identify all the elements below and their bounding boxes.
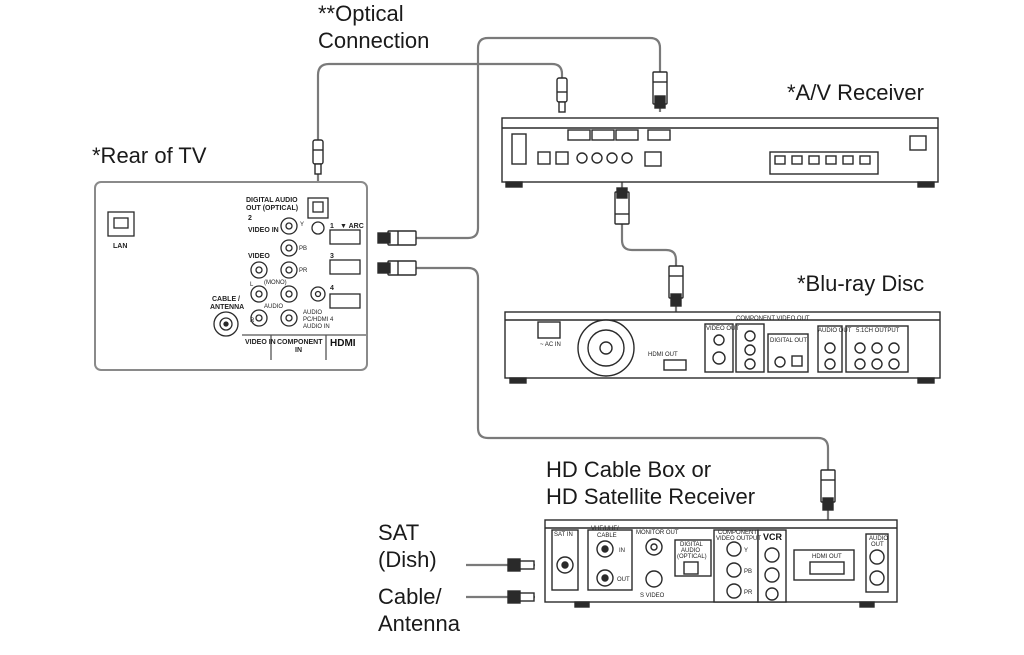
receiver-hdmi-ports <box>567 129 671 141</box>
av-receiver-label: *A/V Receiver <box>787 80 924 105</box>
coax-plug-sat <box>507 558 535 572</box>
cable-box-labels: SAT IN VHF/UHF/ CABLE IN OUT MONITOR OUT… <box>554 526 888 599</box>
bluray-label: *Blu-ray Disc <box>797 271 925 296</box>
hdmi-port-1-arc <box>329 229 361 245</box>
s-video-port <box>645 570 663 588</box>
sat-in-label: SAT IN <box>554 532 573 538</box>
digital-audio-label-2: OUT (OPTICAL) <box>246 205 298 212</box>
av-receiver-device <box>501 117 939 188</box>
digital-audio-label: DIGITAL <box>680 542 704 548</box>
tv-num-3: 3 <box>330 253 334 260</box>
audio-pc-label-3: AUDIO IN <box>303 324 330 330</box>
component-label-2: VIDEO OUTPUT <box>716 536 761 542</box>
pb-label: PB <box>299 246 307 252</box>
hdmi-cable-tv-cablebox <box>416 266 830 558</box>
in-label: IN <box>619 548 625 554</box>
hdmi-plug-receiver-bottom <box>614 187 630 225</box>
mono-label: (MONO) <box>264 280 287 286</box>
audio-label: AUDIO <box>264 304 283 310</box>
cablebox-hdmi-out <box>809 561 845 575</box>
s-video-label: S VIDEO <box>640 593 665 599</box>
cablebox-hdmi-out-label: HDMI OUT <box>812 554 842 560</box>
cables <box>316 36 830 599</box>
cable-antenna-label-2: ANTENNA <box>210 304 244 311</box>
cb-pr-label: PR <box>744 590 753 596</box>
optical-connection-text: **Optical Connection <box>318 1 430 53</box>
digital-audio-label: DIGITAL AUDIO <box>246 197 298 204</box>
receiver-power-inlet <box>909 135 927 151</box>
cable-antenna-label: CABLE / <box>212 296 240 303</box>
cb-y-label: Y <box>744 548 748 554</box>
connector-plugs <box>312 71 836 604</box>
digital-audio-label-2: AUDIO <box>681 548 700 554</box>
monitor-out-label: MONITOR OUT <box>636 530 679 536</box>
bluray-video-out-label: VIDEO OUT <box>706 326 739 332</box>
pr-label: PR <box>299 268 308 274</box>
bluray-component-label: COMPONENT VIDEO OUT <box>736 316 810 322</box>
r-label: R <box>250 318 255 324</box>
tv-rear-panel <box>94 181 368 371</box>
arc-label: ▼ ARC <box>340 223 364 230</box>
out-label: OUT <box>617 577 630 583</box>
hdmi-plug-receiver-top <box>652 71 668 109</box>
bluray-ac-in-label: ~ AC IN <box>540 342 561 348</box>
vhf-label-2: CABLE <box>597 533 617 539</box>
component-label: COMPONENT <box>718 530 757 536</box>
bluray-labels: ~ AC IN HDMI OUT VIDEO OUT COMPONENT VID… <box>540 316 900 358</box>
l-label: L <box>250 282 254 288</box>
hdmi-port-4 <box>329 293 361 309</box>
hdmi-port-3 <box>329 259 361 275</box>
bluray-hdmi-out <box>663 359 687 371</box>
hdmi-cable-receiver-bluray <box>620 150 678 360</box>
video-label: VIDEO <box>248 253 270 260</box>
audio-out-label: AUDIO <box>869 536 888 542</box>
vhf-label: VHF/UHF/ <box>591 526 619 532</box>
hdmi-plug-cablebox <box>820 469 836 511</box>
tv-num-2: 2 <box>248 215 252 222</box>
tv-num-1: 1 <box>330 223 334 230</box>
sat-dish-label: SAT (Dish) <box>378 520 437 572</box>
audio-pc-label: AUDIO <box>303 310 322 316</box>
tv-num-4: 4 <box>330 285 334 292</box>
component-in-label-2: IN <box>295 347 302 354</box>
coax-plug-antenna <box>507 590 535 604</box>
hdmi-logo: HDMI <box>330 338 356 349</box>
audio-out-label-2: OUT <box>871 542 884 548</box>
video-in-1-label: VIDEO IN <box>245 339 276 346</box>
receiver-speaker-terminals <box>769 151 879 175</box>
digital-audio-label-3: (OPTICAL) <box>677 554 707 560</box>
lan-port <box>107 211 135 237</box>
bluray-hdmi-out-label: HDMI OUT <box>648 352 678 358</box>
vcr-label: VCR <box>763 532 783 542</box>
cable-antenna-big-label: Cable/ Antenna <box>378 584 460 636</box>
hdmi-cable-receiver-tv <box>416 36 662 240</box>
hdmi-plug-bluray <box>668 265 684 307</box>
receiver-jacks <box>537 151 662 167</box>
audio-pc-label-2: PC/HDMI 4 <box>303 317 334 323</box>
cb-pb-label: PB <box>744 569 752 575</box>
tv-port-labels: LAN DIGITAL AUDIO OUT (OPTICAL) 2 VIDEO … <box>113 197 364 354</box>
bluray-ac-inlet <box>537 321 561 339</box>
optical-connection-label: **Optical Connection <box>318 0 429 54</box>
lan-label: LAN <box>113 243 127 250</box>
bluray-audio-out-label: AUDIO OUT <box>818 328 852 334</box>
bluray-51ch-label: 5.1CH OUTPUT <box>856 328 900 334</box>
optical-plug-tv <box>312 139 324 175</box>
rear-of-tv-label: *Rear of TV <box>92 143 207 168</box>
component-in-label: COMPONENT <box>277 339 323 346</box>
bluray-device <box>504 311 941 384</box>
optical-plug-receiver <box>556 77 568 113</box>
hdmi-plug-tv-arc <box>377 230 417 246</box>
y-label: Y <box>300 222 304 228</box>
bluray-digital-out-label: DIGITAL OUT <box>770 338 807 344</box>
hdmi-plug-tv-3 <box>377 260 417 276</box>
tv-ports <box>107 197 366 360</box>
cable-box-label: HD Cable Box or HD Satellite Receiver <box>546 457 756 509</box>
cablebox-optical-port <box>683 561 699 575</box>
optical-cable <box>316 62 564 198</box>
cable-box-device <box>544 519 898 608</box>
video-in-2-label: VIDEO IN <box>248 227 279 234</box>
